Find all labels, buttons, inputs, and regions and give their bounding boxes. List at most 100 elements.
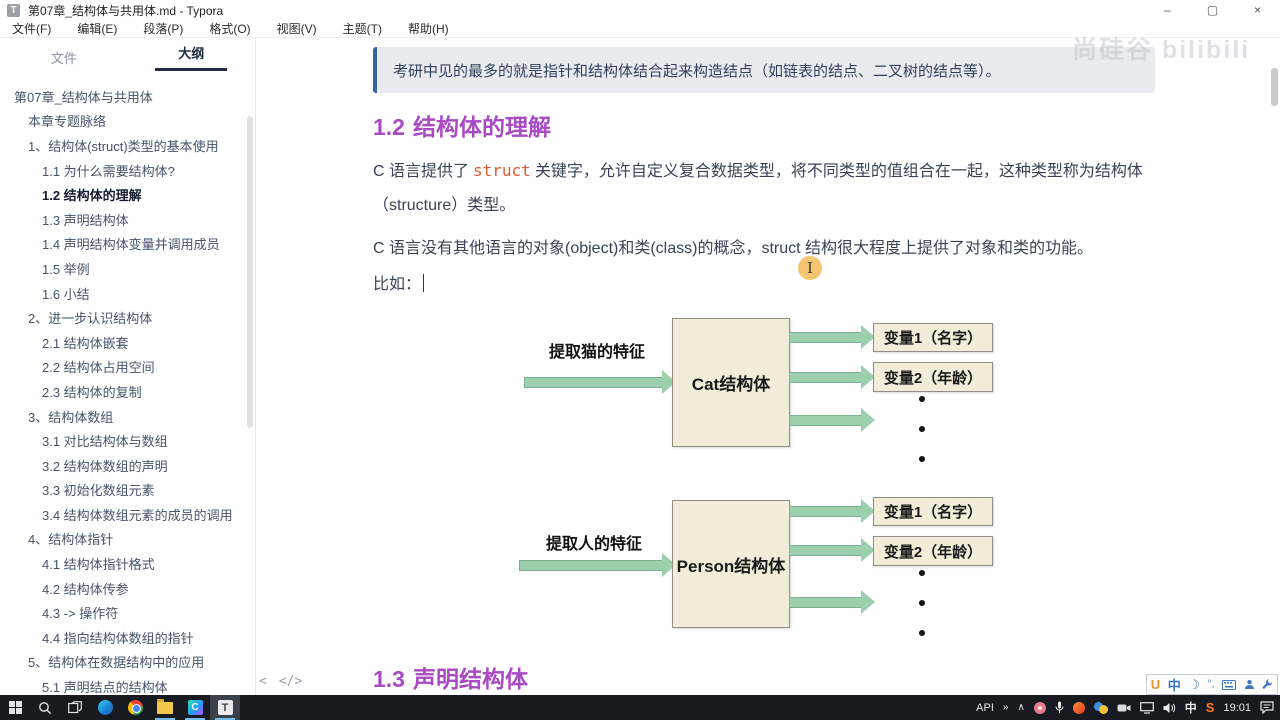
ime-keyboard-icon[interactable] <box>1222 679 1237 690</box>
recorder-icon[interactable] <box>1117 703 1131 713</box>
display-icon[interactable] <box>1139 701 1154 714</box>
menu-bar: 文件(F) 编辑(E) 段落(P) 格式(O) 视图(V) 主题(T) 帮助(H) <box>0 20 1280 38</box>
microphone-icon[interactable] <box>1055 701 1064 714</box>
outline-item[interactable]: 第07章_结构体与共用体 <box>14 89 153 105</box>
outline-item[interactable]: 4.3 -> 操作符 <box>42 606 119 622</box>
ellipsis-dot <box>919 396 925 402</box>
ime-user-icon[interactable] <box>1244 679 1255 690</box>
outline-item[interactable]: 1.6 小结 <box>42 286 90 302</box>
arrow-right-icon <box>789 499 875 523</box>
menu-item[interactable]: 格式(O) <box>209 22 251 36</box>
menu-item[interactable]: 文件(F) <box>12 22 52 36</box>
volume-icon[interactable] <box>1163 702 1176 714</box>
minimize-button[interactable]: – <box>1164 3 1171 17</box>
mouse-cursor-highlight: I <box>798 256 822 280</box>
ime-punctuation-icon[interactable]: °, <box>1207 679 1215 690</box>
menu-item[interactable]: 帮助(H) <box>407 22 449 36</box>
blockquote[interactable]: 考研中见的最多的就是指针和结构体结合起来构造结点（如链表的结点、二叉树的结点等）… <box>373 47 1155 93</box>
outline-item[interactable]: 2、进一步认识结构体 <box>28 311 153 327</box>
sidebar-scrollbar[interactable] <box>247 116 253 428</box>
menu-item[interactable]: 段落(P) <box>143 22 184 36</box>
windows-taskbar: C T API » ∧ <box>0 695 1280 720</box>
outline-item[interactable]: 3.3 初始化数组元素 <box>42 483 155 499</box>
outline-item[interactable]: 1、结构体(struct)类型的基本使用 <box>28 138 219 154</box>
outline-item[interactable]: 本章专题脉络 <box>28 114 107 130</box>
paragraph-text: 关键字，允许自定义复合数据类型，将不同类型的值组合在一起，这种类型称为结构体（s… <box>373 163 1143 214</box>
tab-outline[interactable]: 大纲 <box>128 38 256 76</box>
ime-indicator[interactable]: 中 <box>1184 701 1197 715</box>
heading-number: 1.2 <box>373 114 405 140</box>
menu-item[interactable]: 主题(T) <box>342 22 382 36</box>
diagram-label-person: 提取人的特征 <box>546 536 643 553</box>
heading-text: 结构体的理解 <box>412 114 551 140</box>
content-scrollbar[interactable] <box>1271 68 1278 106</box>
typora-app-icon: T <box>7 3 20 17</box>
taskbar-file-explorer-button[interactable] <box>150 695 180 720</box>
close-button[interactable]: × <box>1253 3 1261 17</box>
clock[interactable]: 19:01 <box>1223 701 1251 714</box>
outline-item[interactable]: 4.1 结构体指针格式 <box>42 557 155 573</box>
tray-pink-app-icon[interactable] <box>1033 701 1046 714</box>
api-toolbar-label[interactable]: API <box>976 701 994 714</box>
outline-item[interactable]: 1.4 声明结构体变量并调用成员 <box>42 237 220 253</box>
taskbar-chrome-button[interactable] <box>120 695 150 720</box>
inline-code-struct: struct <box>473 161 531 180</box>
menu-item[interactable]: 编辑(E) <box>77 22 118 36</box>
ime-u-mode-icon[interactable]: U <box>1150 677 1161 692</box>
paragraph-text: 比如： <box>373 276 422 293</box>
ime-wrench-icon[interactable] <box>1262 679 1273 690</box>
outline-item[interactable]: 4.2 结构体传参 <box>42 581 129 597</box>
tab-files[interactable]: 文件 <box>0 38 128 76</box>
tab-outline-label: 大纲 <box>178 46 205 61</box>
search-icon <box>39 701 52 714</box>
editor-content[interactable]: 考研中见的最多的就是指针和结构体结合起来构造结点（如链表的结点、二叉树的结点等）… <box>257 38 1280 695</box>
outline-item[interactable]: 1.5 举例 <box>42 261 90 277</box>
show-hidden-icons-button[interactable]: ∧ <box>1017 702 1025 713</box>
arrow-right-icon <box>789 590 875 614</box>
sidebar-toggle-button[interactable]: < <box>259 674 267 689</box>
tray-blue-yellow-app-icon[interactable] <box>1093 701 1108 714</box>
source-mode-button[interactable]: </> <box>278 674 303 689</box>
paragraph-object-class[interactable]: C 语言没有其他语言的对象(object)和类(class)的概念，struct… <box>373 232 1165 266</box>
outline-item[interactable]: 1.1 为什么需要结构体? <box>42 163 175 179</box>
taskbar-typora-button[interactable]: T <box>210 695 240 720</box>
notification-center-button[interactable] <box>1260 701 1274 714</box>
paragraph-for-example[interactable]: 比如： <box>373 268 1165 302</box>
task-view-button[interactable] <box>60 695 90 720</box>
sogou-input-icon[interactable]: S <box>1205 700 1215 715</box>
menu-item[interactable]: 视图(V) <box>276 22 317 36</box>
outline-item[interactable]: 2.2 结构体占用空间 <box>42 360 155 376</box>
outline-item[interactable]: 4、结构体指针 <box>28 532 114 548</box>
outline-item[interactable]: 2.1 结构体嵌套 <box>42 335 129 351</box>
taskbar-clion-button[interactable]: C <box>180 695 210 720</box>
window-titlebar: T 第07章_结构体与共用体.md - Typora – ▢ × <box>0 0 1280 20</box>
outline-item[interactable]: 3.4 结构体数组元素的成员的调用 <box>42 507 233 523</box>
outline-item[interactable]: 5、结构体在数据结构中的应用 <box>28 655 205 671</box>
ime-language-bar[interactable]: U 中 ☽ °, <box>1146 674 1278 695</box>
diagram-var1-cat: 变量1（名字） <box>873 323 993 352</box>
outline-item[interactable]: 3.1 对比结构体与数组 <box>42 434 168 450</box>
outline-item[interactable]: 1.3 声明结构体 <box>42 212 129 228</box>
outline-item[interactable]: 3、结构体数组 <box>28 409 114 425</box>
diagram-label-cat: 提取猫的特征 <box>549 344 646 361</box>
outline-item[interactable]: 2.3 结构体的复制 <box>42 384 142 400</box>
ibeam-cursor-icon: I <box>807 259 813 277</box>
start-button[interactable] <box>0 695 30 720</box>
ime-chinese-mode-icon[interactable]: 中 <box>1167 678 1181 693</box>
outline-item[interactable]: 4.4 指向结构体数组的指针 <box>42 630 194 646</box>
taskbar-edge-button[interactable] <box>90 695 120 720</box>
arrow-right-icon <box>789 325 875 349</box>
taskbar-search-button[interactable] <box>30 695 60 720</box>
window-title: 第07章_结构体与共用体.md - Typora <box>28 3 224 18</box>
arrow-right-icon <box>524 370 676 394</box>
outline-item[interactable]: 5.1 声明结点的结构体 <box>42 680 168 696</box>
ime-fullwidth-moon-icon[interactable]: ☽ <box>1188 676 1201 692</box>
outline-item[interactable]: 3.2 结构体数组的声明 <box>42 458 168 474</box>
maximize-button[interactable]: ▢ <box>1206 3 1219 17</box>
heading-1-2[interactable]: 1.2 结构体的理解 <box>373 108 551 142</box>
toolbar-chevron-icon[interactable]: » <box>1002 702 1009 713</box>
tray-orange-app-icon[interactable] <box>1072 701 1085 714</box>
outline-item[interactable]: 1.2 结构体的理解 <box>42 188 142 204</box>
